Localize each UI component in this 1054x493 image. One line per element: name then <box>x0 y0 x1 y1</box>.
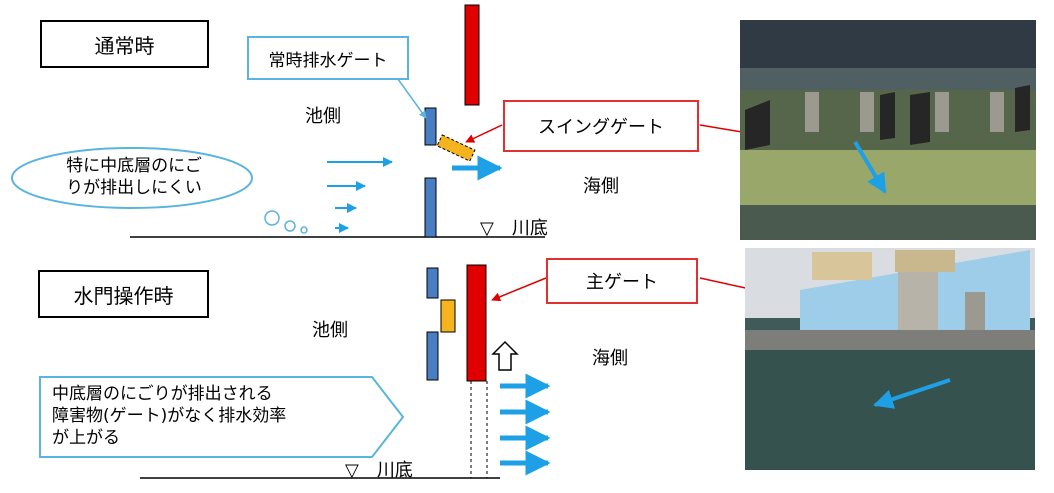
cloud-shape <box>11 147 308 234</box>
raise-arrow-icon <box>491 340 519 371</box>
note-line-1: 中底層のにごりが排出される <box>52 384 273 404</box>
riverbed-top: ▽ 川底 <box>480 218 548 239</box>
photo-swing-gate <box>740 20 1036 240</box>
title-normal-text: 通常時 <box>94 33 155 58</box>
swing-gate-callout: スイングゲート <box>503 100 699 152</box>
riverbed-bottom: ▽ 川底 <box>345 460 413 481</box>
note-line-2: 障害物(ゲート)がなく排水効率 <box>52 406 287 426</box>
main-gate-label: 主ゲート <box>586 272 658 293</box>
pond-side-top: 池側 <box>305 106 341 127</box>
photo-main-gate <box>745 248 1035 470</box>
constant-gate-lower <box>424 177 437 238</box>
cloud-line-1: 特に中底層のにご <box>66 156 202 176</box>
main-gate-callout: 主ゲート <box>546 258 698 304</box>
title-operation-text: 水門操作時 <box>73 283 174 308</box>
constant-gate-label: 常時排水ゲート <box>268 50 388 71</box>
constant-gate-op-lower <box>426 331 439 381</box>
leader-constant-gate <box>394 74 427 119</box>
constant-gate-upper <box>424 107 437 146</box>
pond-side-bottom: 池側 <box>312 320 348 341</box>
swing-gate <box>436 134 476 162</box>
title-operation: 水門操作時 <box>38 270 209 318</box>
note-line-3: が上がる <box>52 428 120 448</box>
cloud-line-2: りが排出しにくい <box>66 178 202 198</box>
cloud-text: 特に中底層のにご りが排出しにくい <box>44 155 224 199</box>
constant-gate-callout: 常時排水ゲート <box>247 36 409 80</box>
note-text: 中底層のにごりが排出される 障害物(ゲート)がなく排水効率 が上がる <box>52 383 372 449</box>
constant-gate-op-upper <box>426 267 439 299</box>
leader-main-gate <box>491 277 547 302</box>
note-pentagon <box>39 376 405 458</box>
swing-gate-label: スイングゲート <box>538 117 664 138</box>
main-gate-op <box>466 264 487 382</box>
main-gate-raised <box>464 4 480 106</box>
sea-side-bottom: 海側 <box>592 348 628 369</box>
title-normal: 通常時 <box>40 20 209 68</box>
sea-side-top: 海側 <box>583 176 619 197</box>
swing-gate-op <box>440 299 456 333</box>
leader-swing-gate <box>465 124 503 143</box>
